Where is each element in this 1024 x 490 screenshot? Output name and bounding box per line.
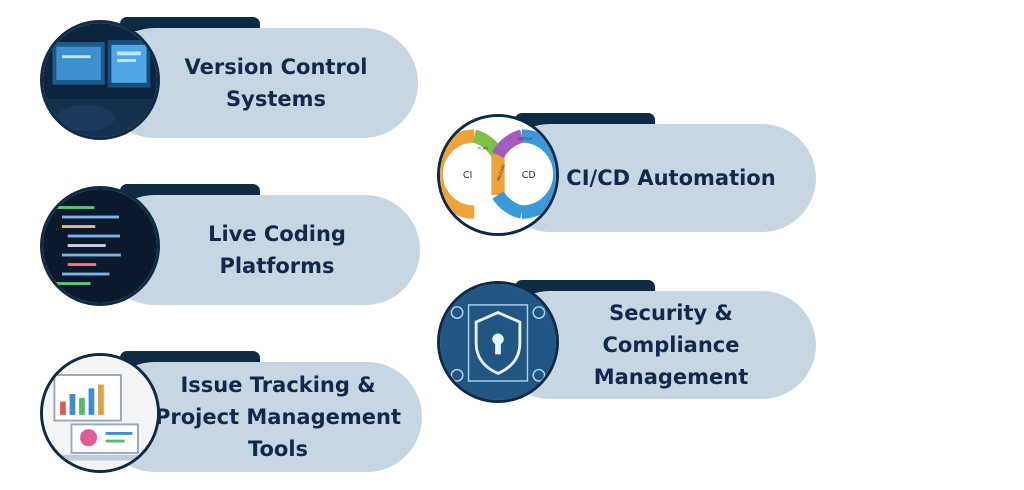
card-label: Live Coding Platforms [208, 222, 346, 278]
ci-label: CI [463, 170, 472, 181]
card-tab [515, 280, 655, 294]
card-label: Issue Tracking & Project Management Tool… [155, 373, 401, 461]
code-screen-image [40, 186, 160, 306]
security-shield-image [437, 281, 559, 403]
developer-monitors-image [40, 20, 160, 140]
card-tab [120, 17, 260, 31]
card-label: Version Control Systems [184, 55, 368, 111]
deploy-label: DEPLOY [518, 136, 533, 141]
plan-label: PLAN [478, 145, 488, 150]
card-label: Security & Compliance Management [593, 301, 749, 389]
card-label: CI/CD Automation [566, 166, 776, 190]
cd-label: CD [522, 170, 536, 181]
release-label: RELEASE [496, 163, 507, 181]
card-tab [515, 113, 655, 127]
card-tab [120, 351, 260, 365]
dashboard-laptop-image [40, 353, 160, 473]
ci-cd-loop-image: CI CD PLAN RELEASE DEPLOY [437, 114, 559, 236]
card-tab [120, 184, 260, 198]
